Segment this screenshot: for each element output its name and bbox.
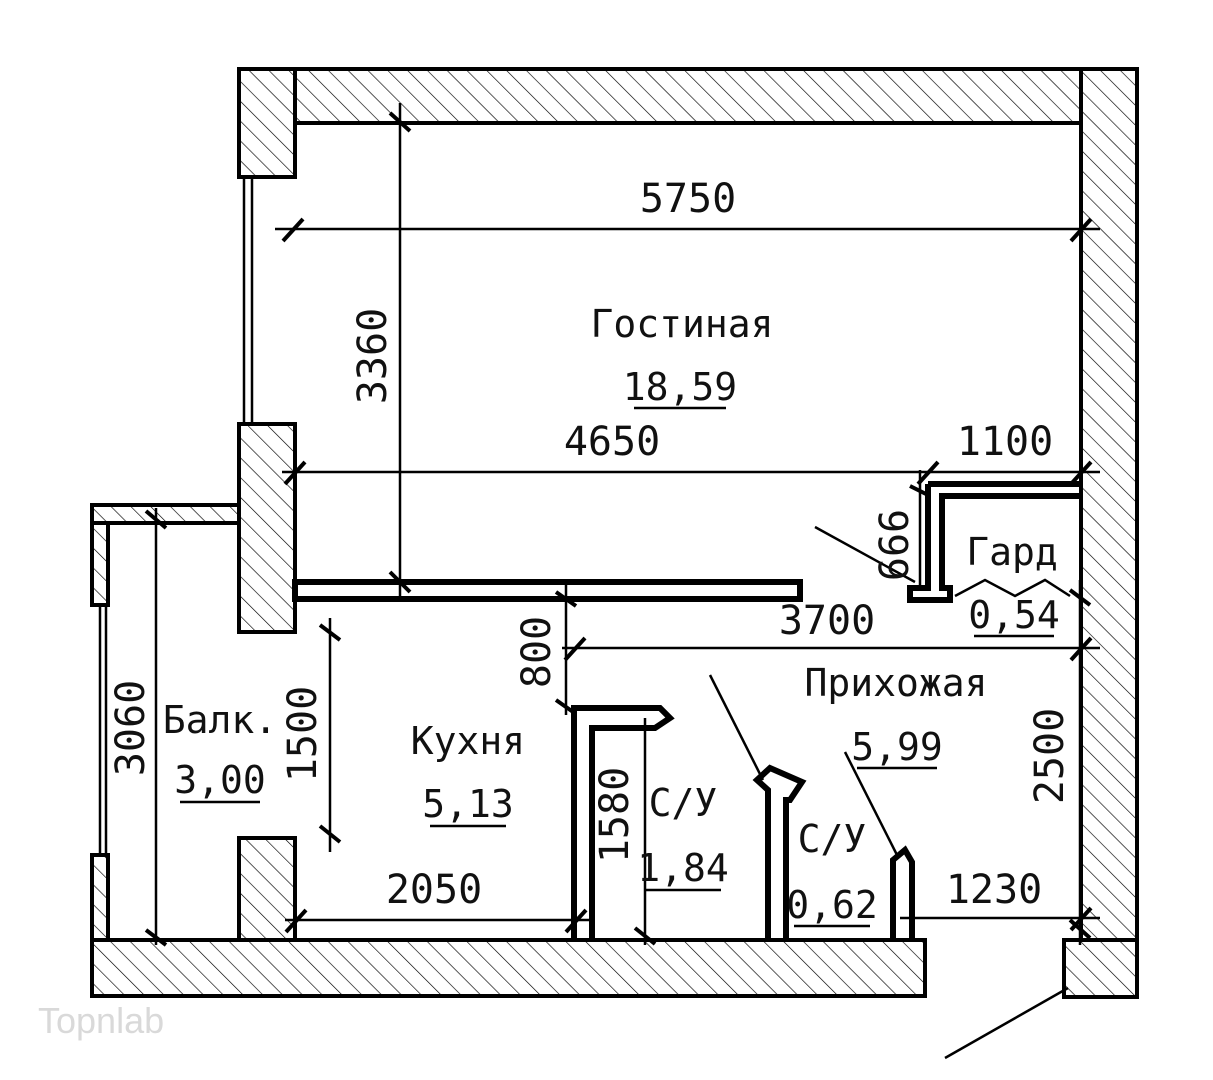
room-name-kitchen: Кухня [411,719,525,763]
room-name-bath1: С/У [649,781,718,825]
dim-living-width: 5750 [640,176,736,222]
room-area-kitchen: 5,13 [422,782,514,826]
wall-bottom [90,938,927,998]
dim-wardrobe-depth: 666 [872,509,918,581]
dimension-labels: 5750 3360 4650 1100 666 3700 800 2500 30… [108,176,1073,913]
dim-living-height: 3360 [350,308,396,404]
wall-right [1079,67,1139,999]
dim-balcony-height: 3060 [108,680,154,776]
room-labels: Гостиная 18,59 Гард 0,54 Прихожая 5,99 Б… [163,302,1060,928]
room-name-hall: Прихожая [804,661,987,705]
room-name-wardrobe: Гард [966,530,1058,574]
dim-wardrobe-width: 1100 [957,419,1053,465]
wall-bottom-right [1062,938,1139,999]
room-area-bath1: 1,84 [637,846,729,890]
watermark: Topnlab [38,1000,164,1041]
wall-left-upper [237,67,297,179]
room-area-wardrobe: 0,54 [968,593,1060,637]
dim-hall-width: 3700 [779,598,875,644]
room-area-balcony: 3,00 [174,758,266,802]
wall-top [237,67,1139,125]
wall-balcony-top [90,503,241,525]
dim-kitchen-height: 1500 [280,686,326,782]
room-area-living: 18,59 [623,365,737,409]
room-area-hall: 5,99 [851,725,943,769]
window-left [98,177,254,855]
room-area-bath2: 0,62 [786,883,878,927]
dimension-lines [144,103,1100,947]
dim-corridor-gap: 800 [514,616,560,688]
dim-bath-height: 1580 [592,767,638,863]
dim-hall-height: 2500 [1027,708,1073,804]
dim-hall-lower: 1230 [946,867,1042,913]
wall-balcony-left-low [90,853,110,942]
wall-left-middle [237,422,297,634]
partitions [292,481,1081,940]
dim-living-lower: 4650 [564,419,660,465]
room-name-living: Гостиная [590,302,773,346]
room-name-bath2: С/У [798,817,867,861]
dim-kitchen-width: 2050 [386,867,482,913]
room-name-balcony: Балк. [163,698,277,742]
wall-balcony-inner [237,836,297,942]
door-lines [708,525,1069,1060]
